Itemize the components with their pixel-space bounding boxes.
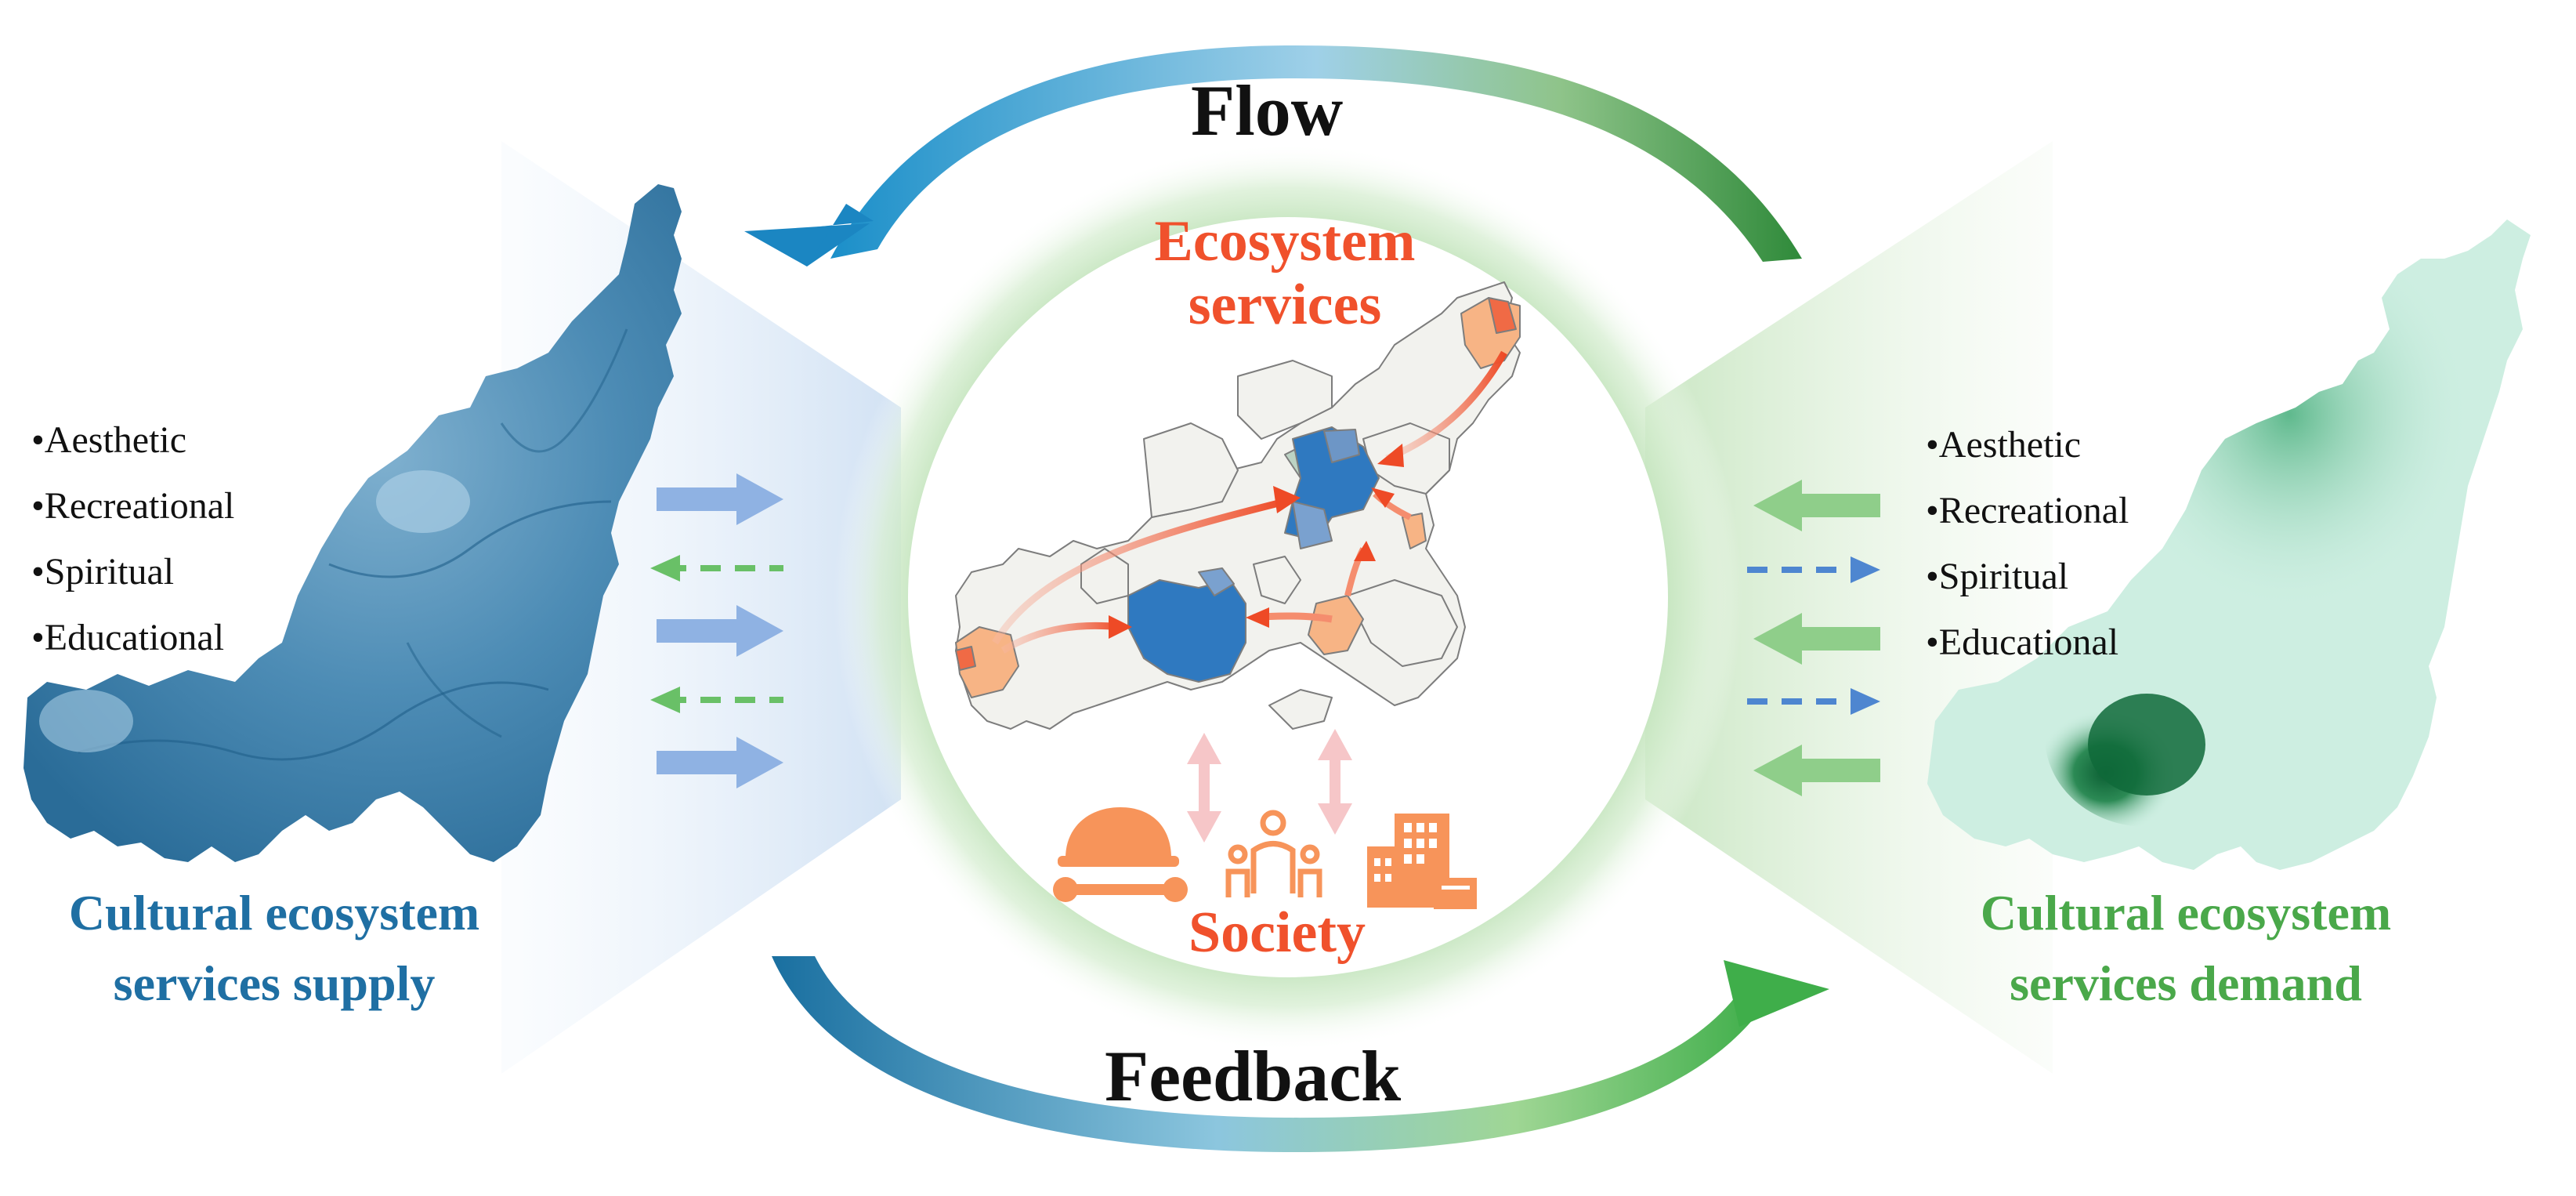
flow-label: Flow bbox=[1191, 71, 1344, 150]
ecosystem-services-line1: Ecosystem bbox=[1154, 209, 1416, 274]
solid-arrow-left bbox=[1753, 745, 1880, 796]
demand-item-educational: •Educational bbox=[1926, 622, 2119, 663]
dashed-arrow-right bbox=[1747, 688, 1880, 715]
supply-item-educational: •Educational bbox=[31, 617, 225, 658]
dashed-arrow-left bbox=[650, 687, 783, 713]
demand-map bbox=[1927, 219, 2531, 870]
feedback-label: Feedback bbox=[1105, 1036, 1402, 1116]
dashed-arrow-left bbox=[650, 555, 783, 582]
demand-item-spiritual: •Spiritual bbox=[1926, 556, 2069, 597]
society-label: Society bbox=[1188, 901, 1366, 965]
demand-title-line2: services demand bbox=[2010, 955, 2362, 1011]
supply-arrows bbox=[650, 473, 783, 788]
solid-arrow-right bbox=[657, 473, 783, 525]
flow-arrow bbox=[744, 45, 1802, 266]
family-icon bbox=[1225, 810, 1322, 897]
supply-services-list: •Aesthetic •Recreational •Spiritual •Edu… bbox=[31, 408, 234, 671]
solid-arrow-right bbox=[657, 737, 783, 788]
supply-item-recreational: •Recreational bbox=[31, 485, 235, 527]
demand-title-line1: Cultural ecosystem bbox=[1980, 885, 2392, 940]
demand-arrows bbox=[1747, 480, 1880, 796]
supply-title: Cultural ecosystem services supply bbox=[16, 878, 533, 1019]
supply-title-line1: Cultural ecosystem bbox=[68, 885, 480, 940]
solid-arrow-right bbox=[657, 605, 783, 657]
hardhat-wrench-icon bbox=[1053, 807, 1188, 902]
supply-item-spiritual: •Spiritual bbox=[31, 551, 175, 593]
dashed-arrow-right bbox=[1747, 556, 1880, 583]
demand-item-aesthetic: •Aesthetic bbox=[1926, 424, 2082, 466]
demand-title: Cultural ecosystem services demand bbox=[1927, 878, 2444, 1019]
society-link-arrows bbox=[1187, 729, 1352, 843]
demand-fan-background bbox=[1645, 141, 2053, 1074]
service-flow-arrows bbox=[992, 350, 1507, 654]
ecosystem-services-line2: services bbox=[1188, 273, 1382, 338]
feedback-arrow bbox=[772, 956, 1829, 1153]
supply-title-line2: services supply bbox=[113, 955, 436, 1011]
building-icon bbox=[1367, 814, 1477, 909]
ecosystem-services-title: Ecosystem services bbox=[1113, 209, 1457, 338]
solid-arrow-left bbox=[1753, 613, 1880, 665]
demand-item-recreational: •Recreational bbox=[1926, 490, 2129, 531]
solid-arrow-left bbox=[1753, 480, 1880, 531]
supply-map bbox=[24, 184, 682, 862]
demand-services-list: •Aesthetic •Recreational •Spiritual •Edu… bbox=[1926, 412, 2129, 676]
center-region-map bbox=[955, 281, 1521, 730]
supply-item-aesthetic: •Aesthetic bbox=[31, 419, 187, 461]
